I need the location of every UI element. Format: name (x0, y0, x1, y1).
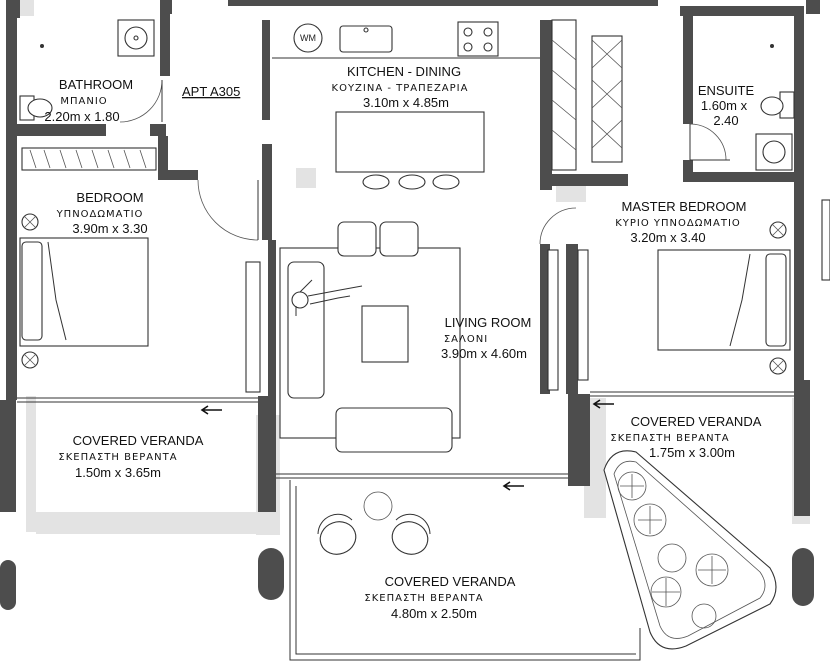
door-swings (119, 79, 730, 245)
bottom-veranda (289, 480, 641, 661)
slide-arrows (200, 399, 614, 491)
veranda-bottom-dims: 4.80m x 2.50m (391, 606, 477, 621)
master-bedroom-dims: 3.20m x 3.40 (630, 230, 705, 245)
bathroom-dims: 2.20m x 1.80 (44, 109, 119, 124)
master-bedroom-sub: ΚΥΡΙΟ ΥΠΝΟΔΩΜΑΤΙΟ (615, 218, 741, 229)
kitchen-fixtures: WM (272, 19, 623, 190)
ensuite-dims-line2: 2.40 (713, 113, 738, 128)
veranda-left-sub: ΣΚΕΠΑΣΤΗ ΒΕΡΑΝΤΑ (58, 452, 177, 463)
ensuite-dims-line1: 1.60m x (701, 98, 748, 113)
walls (0, 0, 820, 610)
living-room-sub: ΣΑΛΟΝΙ (444, 334, 488, 345)
bedroom-name: BEDROOM (76, 190, 143, 205)
ensuite-fixtures (755, 44, 795, 171)
kitchen-dims: 3.10m x 4.85m (363, 95, 449, 110)
bedroom-dims: 3.90m x 3.30 (72, 221, 147, 236)
ensuite-name: ENSUITE (698, 83, 755, 98)
veranda-bottom-sub: ΣΚΕΠΑΣΤΗ ΒΕΡΑΝΤΑ (364, 593, 483, 604)
kitchen-sub: ΚΟΥΖΙΝΑ - ΤΡΑΠΕΖΑΡΙΑ (332, 83, 469, 94)
kitchen-name: KITCHEN - DINING (347, 64, 461, 79)
living-room-name: LIVING ROOM (445, 315, 532, 330)
veranda-right-sub: ΣΚΕΠΑΣΤΗ ΒΕΡΑΝΤΑ (610, 433, 729, 444)
bathroom-name: BATHROOM (59, 77, 133, 92)
veranda-left-name: COVERED VERANDA (73, 433, 204, 448)
living-furniture (279, 221, 461, 453)
living-room-dims: 3.90m x 4.60m (441, 346, 527, 361)
washing-machine-label: WM (300, 33, 316, 43)
glazing (17, 249, 794, 479)
room-labels: APT A305 BATHROOM ΜΠΑΝΙΟ 2.20m x 1.80 KI… (44, 64, 761, 621)
veranda-left-dims: 1.50m x 3.65m (75, 465, 161, 480)
veranda-bottom-name: COVERED VERANDA (385, 574, 516, 589)
bedroom-sub: ΥΠΝΟΔΩΜΑΤΙΟ (56, 209, 144, 220)
bedroom-furniture (19, 147, 157, 369)
bathroom-sub: ΜΠΑΝΙΟ (60, 96, 107, 107)
master-bedroom-furniture (657, 221, 791, 375)
veranda-right-name: COVERED VERANDA (631, 414, 762, 429)
veranda-right-dims: 1.75m x 3.00m (649, 445, 735, 460)
master-bedroom-name: MASTER BEDROOM (622, 199, 747, 214)
apartment-label: APT A305 (182, 84, 240, 99)
bathroom-fixtures (19, 19, 155, 121)
planter (603, 450, 777, 650)
